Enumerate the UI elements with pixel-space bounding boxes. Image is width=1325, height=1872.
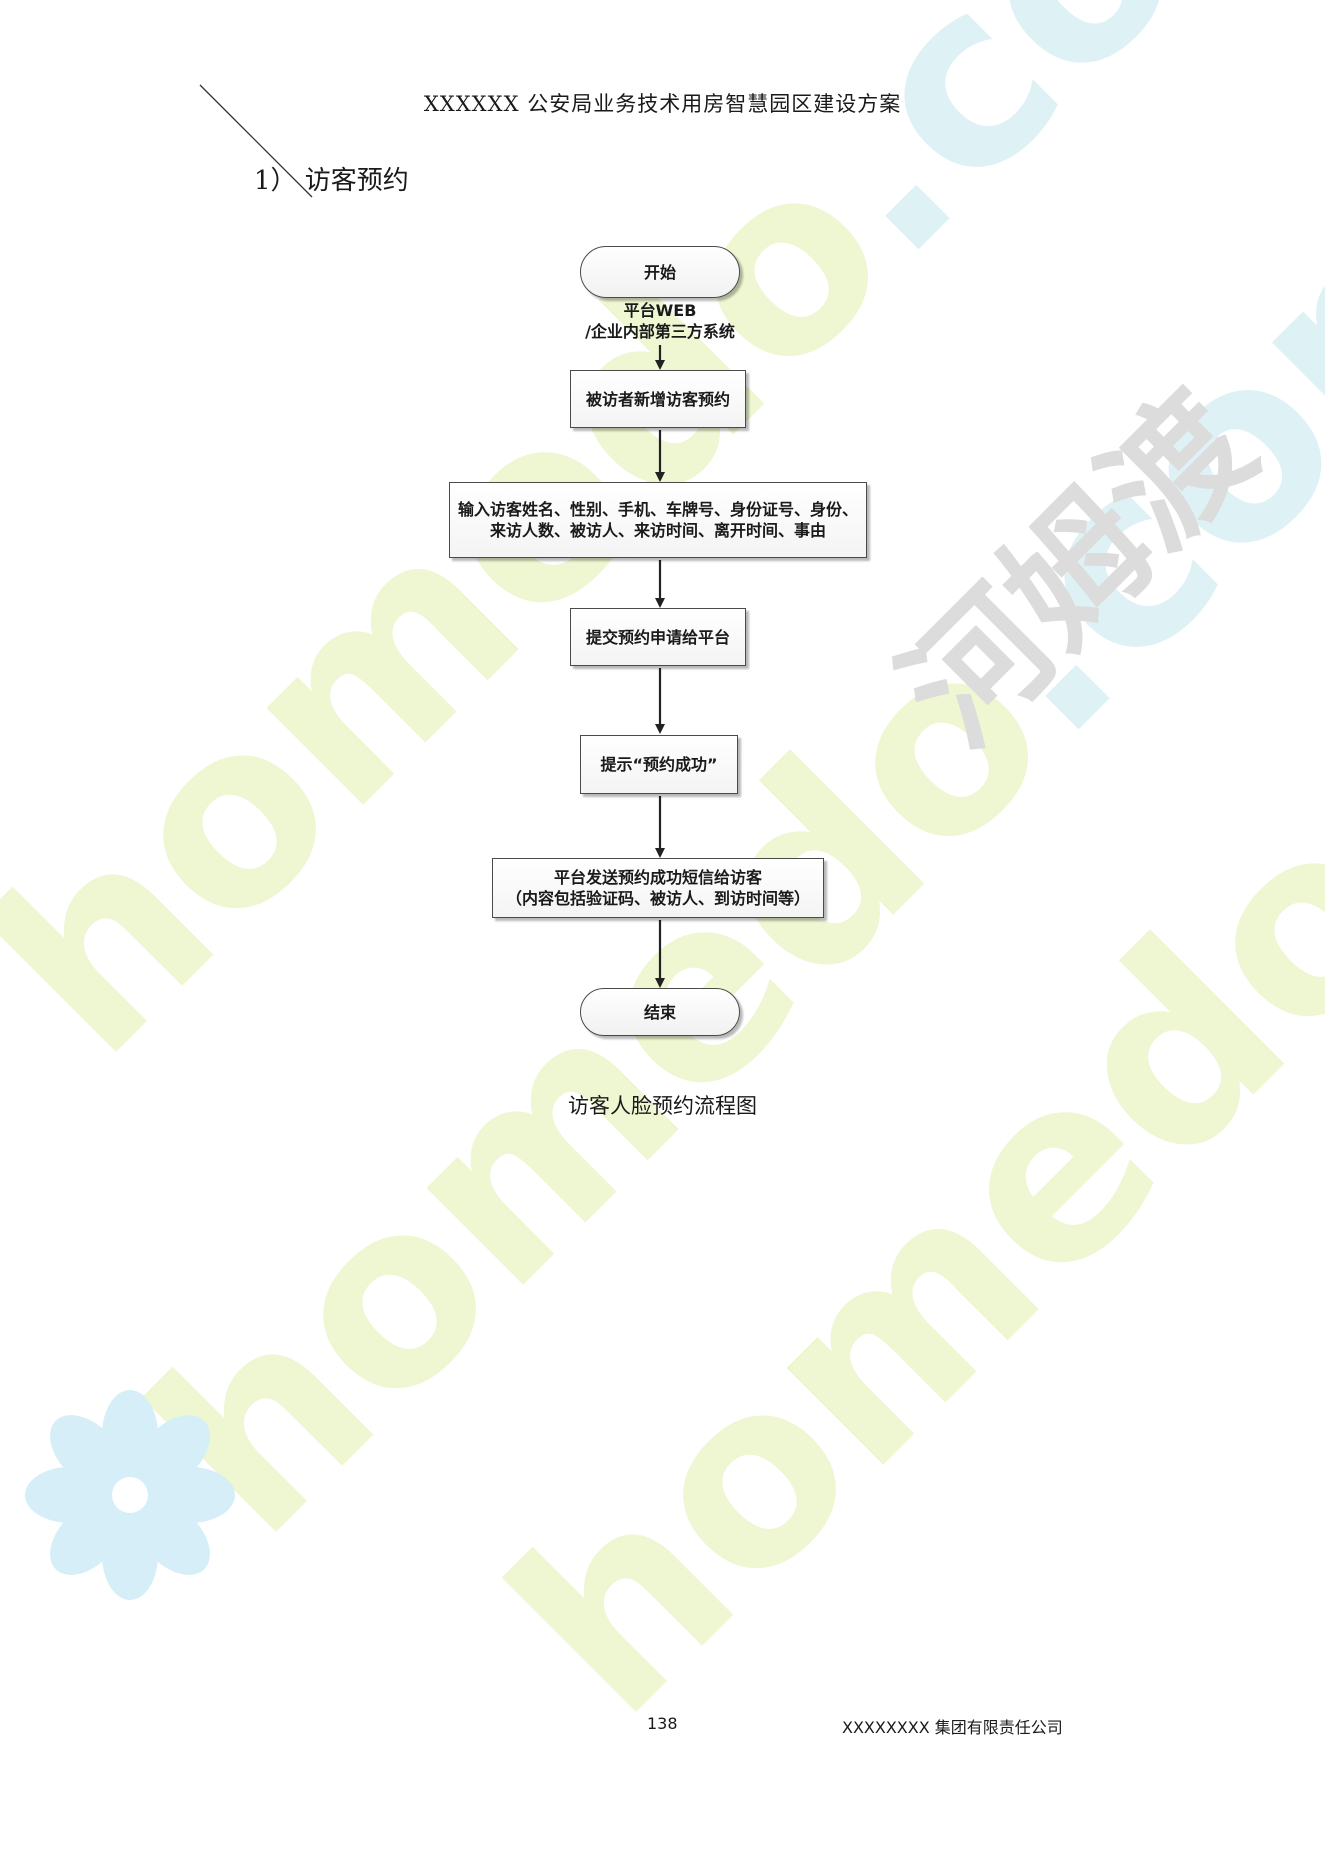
document-header-title: XXXXXX 公安局业务技术用房智慧园区建设方案: [423, 92, 902, 116]
step4-label: 提示“预约成功”: [600, 755, 718, 774]
section-heading: 1） 访客预约: [254, 166, 409, 196]
page-number: 138: [647, 1714, 678, 1733]
step3-label: 提交预约申请给平台: [585, 627, 730, 647]
flow-step-input-visitor-info: 输入访客姓名、性别、手机、车牌号、身份证号、身份、 来访人数、被访人、来访时间、…: [449, 482, 867, 558]
flow-end-node: 结束: [580, 988, 740, 1036]
step5-line-2: （内容包括验证码、被访人、到访时间等）: [505, 889, 810, 908]
source-line-1: 平台WEB: [623, 301, 697, 320]
step1-label: 被访者新增访客预约: [585, 389, 730, 409]
flow-step-success-prompt: 提示“预约成功”: [580, 735, 738, 794]
step2-line-1: 输入访客姓名、性别、手机、车牌号、身份证号、身份、: [457, 500, 858, 519]
step5-line-1: 平台发送预约成功短信给访客: [553, 868, 762, 887]
flow-step-submit-request: 提交预约申请给平台: [570, 608, 746, 666]
flow-start-node: 开始: [580, 246, 740, 298]
flow-step-create-appointment: 被访者新增访客预约: [570, 370, 746, 428]
flow-start-label: 开始: [643, 262, 676, 282]
flow-step-send-sms: 平台发送预约成功短信给访客 （内容包括验证码、被访人、到访时间等）: [492, 858, 824, 918]
flow-end-label: 结束: [643, 1002, 676, 1022]
figure-caption: 访客人脸预约流程图: [568, 1094, 757, 1118]
step2-line-2: 来访人数、被访人、来访时间、离开时间、事由: [489, 521, 826, 540]
footer-company: XXXXXXXX 集团有限责任公司: [842, 1718, 1063, 1737]
source-line-2: /企业内部第三方系统: [585, 322, 735, 341]
flow-source-label: 平台WEB /企业内部第三方系统: [560, 300, 760, 342]
header-diagonal-line: [199, 84, 313, 198]
